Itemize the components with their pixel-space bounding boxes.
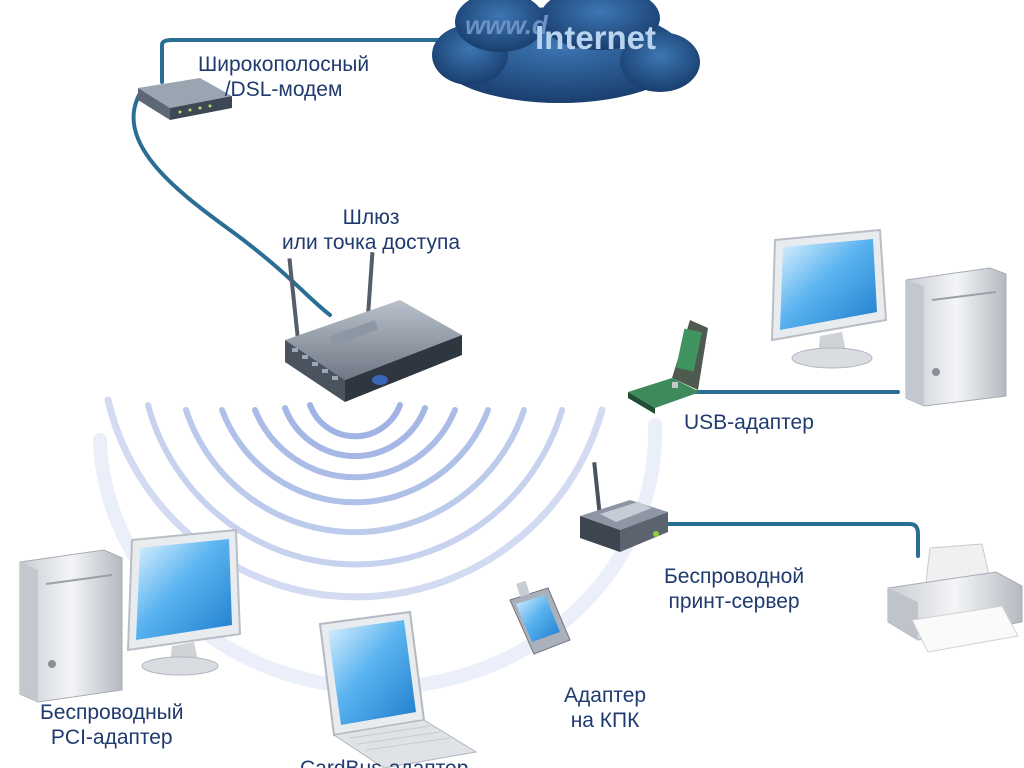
cloud-url-text: www.d — [465, 10, 549, 40]
usb-adapter-icon — [628, 320, 708, 414]
pda-icon — [509, 580, 571, 655]
modem-label-line-1: Широкополосный — [198, 53, 370, 76]
print-server-label: Беспроводной принт-сервер — [664, 564, 804, 614]
cables — [131, 38, 920, 558]
pci-adapter-label: Беспроводный PCI-адаптер — [40, 700, 184, 750]
print-server-icon — [580, 462, 668, 552]
desktop-computer-icon — [770, 228, 1007, 407]
cardbus-adapter-label-line-1: CardBus-адаптер — [300, 756, 468, 768]
pci-adapter-label-line-1: Беспроводный — [40, 701, 184, 724]
pda-adapter-label: Адаптер на КПК — [564, 683, 646, 733]
router-icon — [285, 252, 462, 402]
cloud-icon: www.d Internet — [432, 0, 700, 103]
printer-icon — [887, 543, 1023, 653]
laptop-icon — [318, 610, 478, 768]
usb-adapter-label-line-1: USB-адаптер — [684, 411, 814, 434]
pda-adapter-label-line-2: на КПК — [570, 709, 640, 732]
pda-adapter-label-line-1: Адаптер — [564, 684, 647, 707]
desktop-computer-icon-left — [19, 528, 242, 703]
cloud-label: Internet — [535, 19, 656, 56]
modem-label: Широкополосный /DSL-модем — [198, 52, 369, 102]
modem-label-line-2: /DSL-модем — [224, 78, 343, 101]
gateway-label: Шлюз или точка доступа — [282, 205, 460, 255]
print-server-label-line-1: Беспроводной — [664, 565, 805, 588]
print-server-label-line-2: принт-сервер — [668, 590, 800, 613]
usb-adapter-label: USB-адаптер — [684, 410, 814, 435]
pci-adapter-label-line-2: PCI-адаптер — [50, 726, 173, 749]
gateway-label-line-2: или точка доступа — [282, 231, 461, 254]
gateway-label-line-1: Шлюз — [342, 206, 400, 229]
modem-icon — [138, 78, 232, 120]
cardbus-adapter-label: CardBus-адаптер — [300, 756, 468, 768]
